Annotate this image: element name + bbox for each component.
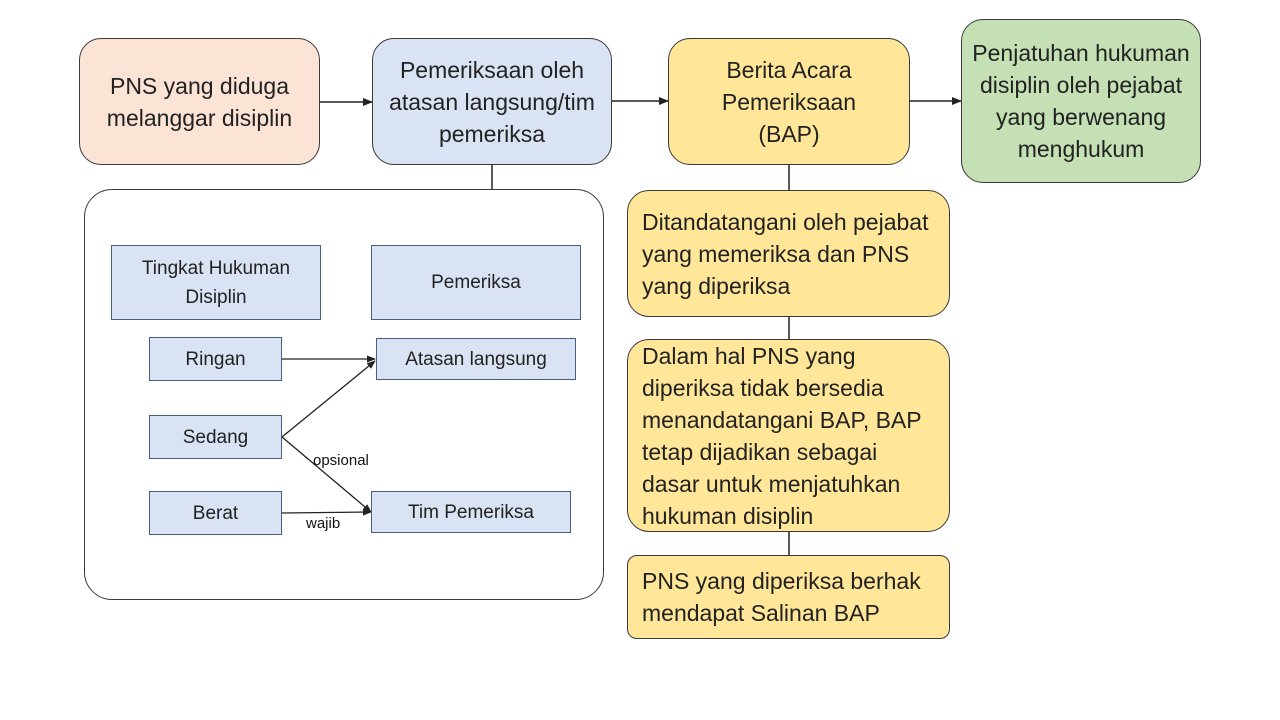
- examiner-atasan-text: Atasan langsung: [405, 348, 547, 370]
- header-level-text: Tingkat Hukuman Disiplin: [141, 257, 291, 308]
- node-pns-suspected-text: PNS yang diduga melanggar disiplin: [106, 72, 293, 131]
- level-berat-text: Berat: [192, 502, 239, 524]
- level-sedang: Sedang: [149, 415, 282, 459]
- node-refusal-text: Dalam hal PNS yang diperiksa tidak berse…: [642, 342, 922, 529]
- arrow-berat-to-tim: [281, 508, 372, 516]
- node-bap-text: Berita Acara Pemeriksaan (BAP): [721, 56, 857, 147]
- node-sanction-text: Penjatuhan hukuman disiplin oleh pejabat…: [972, 40, 1190, 162]
- arrow-sedang-to-atasan: [281, 360, 376, 438]
- node-examination-text: Pemeriksaan oleh atasan langsung/tim pem…: [389, 56, 595, 147]
- header-level: Tingkat Hukuman Disiplin: [111, 245, 321, 320]
- edge-label-mandatory: wajib: [306, 515, 341, 532]
- header-examiner-text: Pemeriksa: [431, 272, 521, 293]
- node-copy-text: PNS yang diperiksa berhak mendapat Salin…: [642, 568, 921, 626]
- node-copy: PNS yang diperiksa berhak mendapat Salin…: [627, 555, 950, 639]
- level-ringan-text: Ringan: [185, 348, 246, 370]
- node-signed-text: Ditandatangani oleh pejabat yang memerik…: [642, 208, 929, 299]
- header-examiner: Pemeriksa: [371, 245, 581, 320]
- examiner-tim-text: Tim Pemeriksa: [408, 501, 534, 523]
- examiner-tim: Tim Pemeriksa: [371, 491, 571, 533]
- edge-label-optional: opsional: [313, 452, 369, 469]
- node-bap: Berita Acara Pemeriksaan (BAP): [668, 38, 910, 165]
- level-ringan: Ringan: [149, 337, 282, 381]
- node-sanction: Penjatuhan hukuman disiplin oleh pejabat…: [961, 19, 1201, 183]
- level-berat: Berat: [149, 491, 282, 535]
- node-signed: Ditandatangani oleh pejabat yang memerik…: [627, 190, 950, 317]
- node-pns-suspected: PNS yang diduga melanggar disiplin: [79, 38, 320, 165]
- arrow-sedang-to-tim: [281, 436, 372, 513]
- level-sedang-text: Sedang: [182, 426, 249, 448]
- node-examination: Pemeriksaan oleh atasan langsung/tim pem…: [372, 38, 612, 165]
- examiner-atasan: Atasan langsung: [376, 338, 576, 380]
- node-refusal: Dalam hal PNS yang diperiksa tidak berse…: [627, 339, 950, 532]
